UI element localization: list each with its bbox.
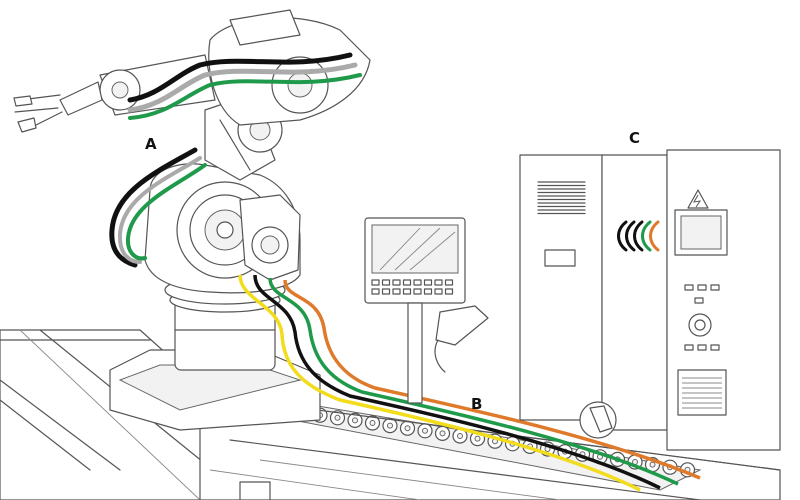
monitor-key: [402, 279, 412, 286]
monitor-key: [434, 288, 443, 295]
control-cabinet: [519, 149, 781, 451]
cabinet-button: [694, 297, 704, 304]
monitor-key: [413, 288, 422, 295]
cabinet-button: [684, 284, 694, 291]
cable-arcs-icon: [617, 220, 660, 252]
cabinet-button: [710, 284, 720, 291]
label-a: A: [145, 135, 157, 153]
monitor-key: [444, 279, 454, 286]
cable-bundle-a: [109, 52, 362, 268]
label-c: C: [629, 129, 640, 147]
monitor-key: [371, 279, 380, 286]
monitor-key: [371, 288, 380, 295]
cabinet-button: [697, 284, 707, 291]
monitor-key: [392, 288, 401, 295]
cabinet-button: [697, 344, 707, 351]
monitor-key: [434, 279, 443, 286]
monitor-key: [423, 279, 433, 286]
teach-pendant-icon: [435, 305, 489, 346]
monitor-key: [423, 288, 433, 295]
control-monitor: [364, 217, 489, 404]
cabinet-button: [710, 344, 720, 351]
cabinet-button: [684, 344, 694, 351]
monitor-key: [381, 288, 391, 295]
monitor-key: [381, 279, 391, 286]
monitor-key: [392, 279, 401, 286]
robot-body: [144, 94, 301, 294]
monitor-key: [444, 288, 454, 295]
monitor-key: [413, 279, 422, 286]
cable-bundle-b: [238, 274, 701, 492]
monitor-key: [402, 288, 412, 295]
high-voltage-icon: [687, 189, 709, 209]
label-b: B: [471, 395, 482, 413]
